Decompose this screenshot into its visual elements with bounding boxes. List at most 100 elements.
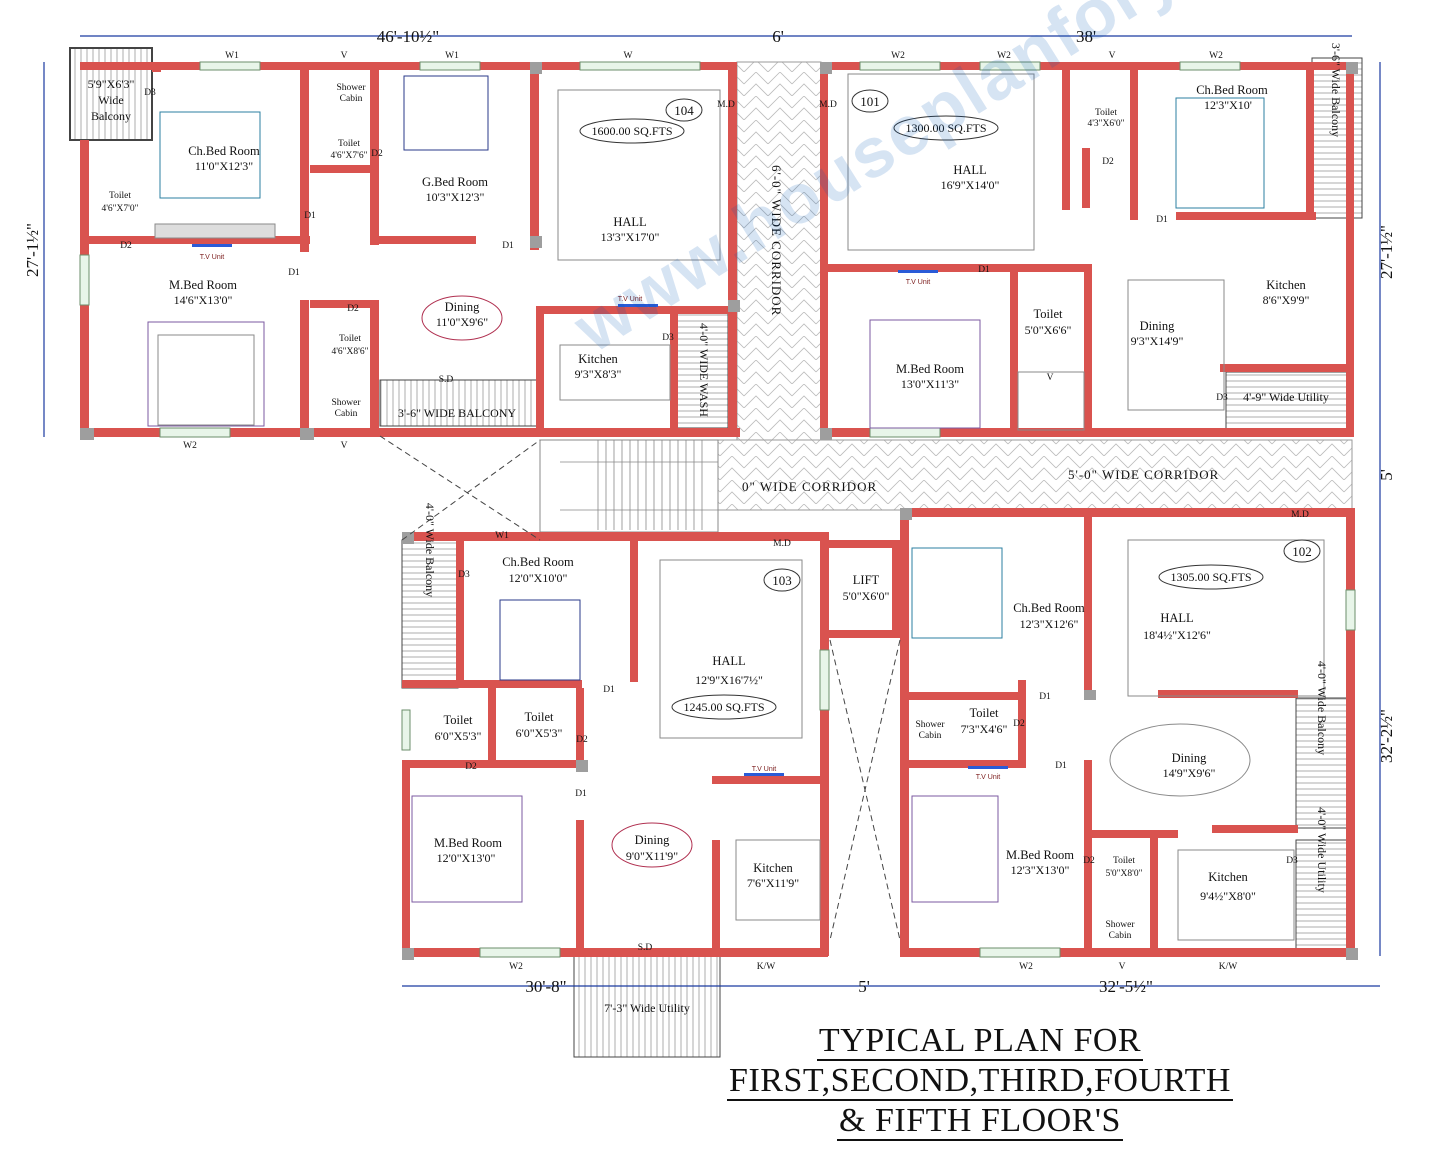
balcony-103-left — [401, 539, 459, 689]
svg-text:T.V Unit: T.V Unit — [618, 296, 643, 303]
utility-103-bottom — [573, 954, 721, 1058]
corridor-vertical-label: 6'-0" WIDE CORRIDOR — [769, 165, 784, 316]
svg-text:D3: D3 — [1286, 856, 1298, 866]
svg-text:D2: D2 — [1102, 157, 1114, 167]
dim-bottom-left: 30'-8" — [525, 977, 566, 996]
corridor-left-label: 0" WIDE CORRIDOR — [742, 479, 877, 494]
svg-text:D3: D3 — [1216, 393, 1228, 403]
u102-chbed-dim: 12'3"X12'6" — [1020, 617, 1079, 631]
u101-dining-name: Dining — [1140, 319, 1175, 333]
u104-hall-dim: 13'3"X17'0" — [601, 230, 660, 244]
unit-101-area: 1300.00 SQ.FTS — [905, 121, 986, 135]
svg-text:M.D: M.D — [1291, 510, 1309, 520]
svg-text:D2: D2 — [347, 304, 359, 314]
svg-text:W1: W1 — [225, 51, 239, 61]
svg-text:W2: W2 — [997, 51, 1011, 61]
svg-text:D2: D2 — [1083, 856, 1095, 866]
u103-balcony: 4'-0" Wide Balcony — [423, 503, 437, 597]
u103-toilet1-dim: 6'0"X5'3" — [435, 729, 482, 743]
unit-103: 103 1245.00 SQ.FTS 4'-0" Wide Balcony Ch… — [423, 503, 801, 1015]
u103-utility: 7'-3" Wide Utility — [604, 1001, 690, 1015]
u104-shower1-l2: Cabin — [340, 94, 363, 104]
u102-hall-name: HALL — [1160, 611, 1193, 625]
u103-chbed-name: Ch.Bed Room — [502, 555, 574, 569]
door-window-tags: W1 V W1 W W2 W2 V W2 W2 V D3 D2 D1 D1 D1… — [120, 51, 1309, 972]
svg-text:M.D: M.D — [717, 100, 735, 110]
u102-shower2-l2: Cabin — [1109, 931, 1132, 941]
dashed-lines — [379, 435, 901, 941]
tv-unit-tags: T.V Unit T.V Unit T.V Unit T.V Unit T.V … — [192, 244, 1008, 781]
svg-text:V: V — [1047, 373, 1054, 383]
unit-101-no: 101 — [860, 94, 880, 109]
windows — [79, 61, 1356, 958]
svg-text:S.D: S.D — [439, 375, 454, 385]
svg-text:W2: W2 — [509, 962, 523, 972]
u103-dining-name: Dining — [635, 833, 670, 847]
u101-utility: 4'-9" Wide Utility — [1243, 390, 1329, 404]
title-line-2: FIRST,SECOND,THIRD,FOURTH — [727, 1062, 1233, 1101]
u104-toilet3-name: Toilet — [339, 334, 361, 344]
u101-hall-name: HALL — [953, 163, 986, 177]
u104-hall-name: HALL — [613, 215, 646, 229]
u104-gbed-name: G.Bed Room — [422, 175, 488, 189]
lift-name: LIFT — [853, 573, 880, 587]
svg-text:T.V Unit: T.V Unit — [200, 254, 225, 261]
u103-toilet2-name: Toilet — [525, 710, 555, 724]
svg-text:W2: W2 — [183, 441, 197, 451]
unit-104: 104 1600.00 SQ.FTS 5'9"X6'3" Wide Balcon… — [88, 77, 711, 420]
u101-kitchen-dim: 8'6"X9'9" — [1263, 293, 1310, 307]
u102-mbed-dim: 12'3"X13'0" — [1011, 863, 1070, 877]
unit-101: 101 1300.00 SQ.FTS HALL 16'9"X14'0" Toil… — [851, 43, 1343, 404]
u103-hall-name: HALL — [712, 654, 745, 668]
u104-shower2-l2: Cabin — [335, 409, 358, 419]
u104-balcony-l1: 5'9"X6'3" — [88, 77, 135, 91]
u103-kitchen-dim: 7'6"X11'9" — [747, 876, 799, 890]
u103-dining-dim: 9'0"X11'9" — [626, 849, 678, 863]
svg-text:D1: D1 — [1055, 761, 1067, 771]
u102-toilet2-name: Toilet — [1113, 856, 1135, 866]
svg-text:W: W — [624, 51, 633, 61]
title-line-1: TYPICAL PLAN FOR — [816, 1022, 1144, 1061]
u102-shower-l1: Shower — [915, 720, 945, 730]
unit-103-no: 103 — [772, 573, 792, 588]
u104-mbed-dim: 14'6"X13'0" — [174, 293, 233, 307]
utility-101 — [1225, 371, 1351, 431]
svg-text:D2: D2 — [120, 241, 132, 251]
u104-balcony-l2: Wide — [98, 93, 124, 107]
svg-text:W2: W2 — [891, 51, 905, 61]
u101-toilet1-name: Toilet — [1095, 108, 1117, 118]
svg-text:D2: D2 — [465, 762, 477, 772]
dimension-lines — [43, 35, 1381, 987]
u101-balcony: 3'-6" Wide Balcony — [1329, 43, 1343, 137]
u101-toilet1-dim: 4'3"X6'0" — [1087, 119, 1124, 129]
u104-toilet1-name: Toilet — [109, 191, 131, 201]
u104-dining-name: Dining — [445, 300, 480, 314]
u101-mbed-name: M.Bed Room — [896, 362, 964, 376]
svg-text:V: V — [1119, 962, 1126, 972]
u104-toilet2-name: Toilet — [338, 139, 360, 149]
unit-102-no: 102 — [1292, 544, 1312, 559]
u104-kitchen-name: Kitchen — [578, 352, 618, 366]
u103-hall-dim: 12'9"X16'7½" — [695, 673, 763, 687]
u102-toilet1-name: Toilet — [970, 706, 1000, 720]
u104-chbed-name: Ch.Bed Room — [188, 144, 260, 158]
svg-text:W2: W2 — [1019, 962, 1033, 972]
u104-toilet2-dim: 4'6"X7'6" — [330, 151, 367, 161]
dim-right-mid: 5' — [1377, 469, 1396, 481]
u101-mbed-dim: 13'0"X11'3" — [901, 377, 959, 391]
u102-shower2-l1: Shower — [1105, 920, 1135, 930]
u102-kitchen-name: Kitchen — [1208, 870, 1248, 884]
svg-text:S.D: S.D — [638, 943, 653, 953]
u102-chbed-name: Ch.Bed Room — [1013, 601, 1085, 615]
corridor-right-label: 5'-0" WIDE CORRIDOR — [1068, 467, 1219, 482]
u101-dining-dim: 9'3"X14'9" — [1131, 334, 1184, 348]
u101-chbed-dim: 12'3"X10' — [1204, 98, 1252, 112]
svg-text:D1: D1 — [1156, 215, 1168, 225]
unit-102-area: 1305.00 SQ.FTS — [1170, 570, 1251, 584]
columns — [80, 62, 1358, 960]
svg-text:D3: D3 — [144, 88, 156, 98]
u103-mbed-name: M.Bed Room — [434, 836, 502, 850]
u101-kitchen-name: Kitchen — [1266, 278, 1306, 292]
u103-chbed-dim: 12'0"X10'0" — [509, 571, 568, 585]
u102-kitchen-dim: 9'4½"X8'0" — [1200, 889, 1256, 903]
